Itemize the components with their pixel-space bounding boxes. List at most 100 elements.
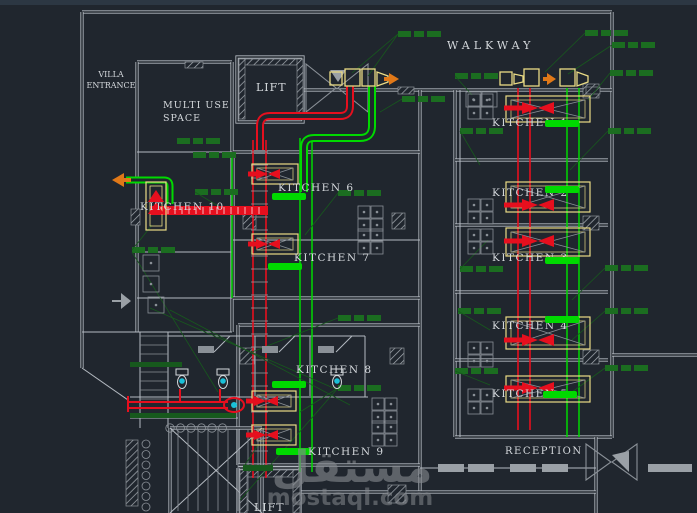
kitchen-label: KITCHEN 9 xyxy=(308,446,385,458)
supply-grille xyxy=(276,448,310,455)
fresh-air-run xyxy=(130,362,182,367)
reception-door-icon xyxy=(585,442,638,482)
walkway-label: WALKWAY xyxy=(447,39,534,52)
hatched-wall xyxy=(239,469,248,513)
hatched-wall xyxy=(582,215,600,231)
annotation-tag xyxy=(338,190,381,196)
lift-bottom-label: LIFT xyxy=(254,501,285,513)
counter-symbol xyxy=(147,296,165,314)
kitchen-unit xyxy=(246,424,297,446)
annotation-tag xyxy=(458,308,501,314)
stove-symbol xyxy=(467,388,494,415)
annotation-tag xyxy=(585,30,628,36)
annotation-tag xyxy=(605,265,648,271)
annotation-tag xyxy=(398,31,441,37)
stove-symbol xyxy=(357,205,384,232)
kitchen-label: KITCHEN 6 xyxy=(278,182,355,194)
flow-arrow-icon xyxy=(384,73,399,85)
kitchen-unit xyxy=(504,316,591,350)
bench-symbol xyxy=(648,464,692,472)
kitchen10-exhaust-duct xyxy=(150,206,268,215)
annotation-tag xyxy=(605,365,648,371)
kitchen-unit xyxy=(248,163,299,185)
fan-blades-icon xyxy=(522,102,554,114)
fan-blades-icon xyxy=(522,199,554,211)
walls xyxy=(80,10,697,513)
flow-arrow-icon xyxy=(543,73,556,85)
annotation-tag xyxy=(402,96,445,102)
hatched-wall xyxy=(125,439,139,507)
supply-grille xyxy=(272,381,306,388)
roof-fan-units xyxy=(112,68,589,187)
supply-grille xyxy=(545,257,579,264)
stove-symbol xyxy=(371,420,398,447)
hatched-wall xyxy=(397,86,415,95)
bench-symbol xyxy=(510,464,536,472)
kitchen-unit xyxy=(504,375,591,403)
annotation-tag xyxy=(177,138,220,144)
fan-cone-icon xyxy=(513,73,524,85)
sink-symbol xyxy=(465,91,498,108)
fan-icon xyxy=(361,68,376,87)
hatched-wall xyxy=(238,58,302,66)
annotation-tag xyxy=(455,368,498,374)
hatched-wall xyxy=(184,61,204,69)
watermark: مستقل mostaql.com xyxy=(267,442,433,511)
annotation-tag xyxy=(338,385,381,391)
bench-symbol xyxy=(542,464,568,472)
stove-symbol xyxy=(467,228,494,255)
watermark-domain: mostaql.com xyxy=(267,485,433,511)
room-labels: WALKWAY VILLA ENTRANCE MULTI USE SPACE L… xyxy=(87,39,583,513)
hatched-wall xyxy=(238,58,246,120)
lift-top-label: LIFT xyxy=(256,81,287,94)
stove-symbol xyxy=(467,198,494,225)
stove-symbol xyxy=(371,397,398,424)
drain-icon xyxy=(231,402,237,408)
supply-grilles-over xyxy=(543,120,579,398)
duct-runs xyxy=(126,86,376,471)
fan-icon xyxy=(499,71,513,86)
multi-use-label-1: MULTI USE xyxy=(163,100,230,111)
fan-blades-icon xyxy=(254,430,278,440)
supply-grille xyxy=(543,391,577,398)
annotation-tag xyxy=(195,189,238,195)
stove-symbol xyxy=(467,93,494,120)
reception-label: RECEPTION xyxy=(505,446,583,457)
supply-grille xyxy=(545,186,579,193)
kitchen-label: KITCHEN 7 xyxy=(294,252,371,264)
fan-blades-icon xyxy=(522,235,554,247)
hatched-wall xyxy=(130,208,141,226)
hood-outline xyxy=(505,181,591,213)
hatched-wall xyxy=(387,484,407,504)
supply-grille xyxy=(268,263,302,270)
toilet-icon xyxy=(330,368,344,389)
extract-fixture xyxy=(223,397,245,413)
entrance-arrow-icon xyxy=(112,293,131,309)
flow-arrow-icon xyxy=(112,173,131,187)
counter-symbol xyxy=(142,254,160,272)
supply-grille xyxy=(545,120,579,127)
reception-door-leaf-icon xyxy=(612,451,629,472)
bench-symbol xyxy=(438,464,464,472)
annotation-tag xyxy=(193,152,236,158)
counter-symbol xyxy=(142,275,160,293)
stove-symbol xyxy=(357,228,384,255)
villa-entrance-label-2: ENTRANCE xyxy=(87,81,136,90)
fan-icon xyxy=(523,68,540,87)
annotation-tag xyxy=(455,73,498,79)
supply-grille xyxy=(545,316,579,323)
hatched-wall xyxy=(296,58,304,120)
fan-cone-icon xyxy=(576,71,589,87)
fan-blades-icon xyxy=(148,190,164,214)
stove-symbol xyxy=(467,341,494,368)
toilet-icon xyxy=(175,368,189,389)
annotation-tag xyxy=(605,308,648,314)
hatched-wall xyxy=(391,212,406,230)
fan-icon xyxy=(329,71,343,86)
annotation-tag xyxy=(338,315,381,321)
fan-blades-icon xyxy=(256,169,280,179)
hatched-wall xyxy=(389,347,405,365)
kitchen-label: KITCHEN 8 xyxy=(296,364,373,376)
